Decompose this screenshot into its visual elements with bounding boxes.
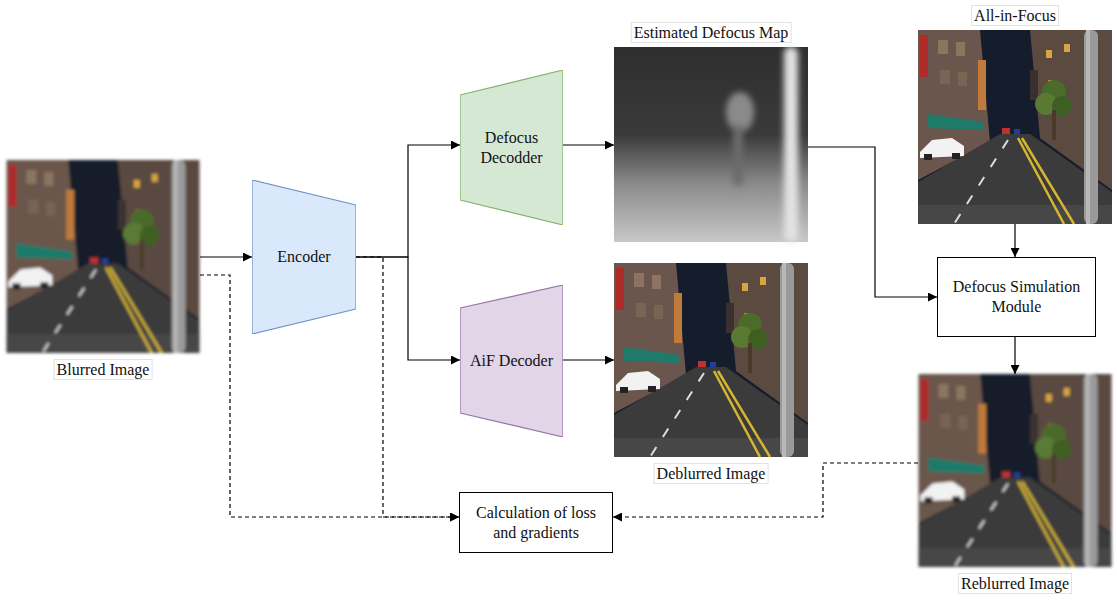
image-caption: Estimated Defocus Map [631, 22, 792, 43]
encoder-block: Encoder [252, 180, 356, 334]
flow-arrow [356, 257, 460, 360]
flow-arrow [563, 359, 614, 360]
flow-arrow [808, 147, 937, 297]
block-label: AiF Decoder [470, 351, 553, 371]
block-label: Defocus Simulation Module [947, 277, 1087, 317]
image-caption: Deblurred Image [654, 463, 769, 484]
decoder-block: AiF Decoder [460, 285, 563, 437]
trapezoid-shape [460, 70, 563, 225]
image-caption: Reblurred Image [958, 573, 1072, 594]
all-in-focus-image: All-in-Focus [918, 30, 1112, 224]
blurred-image: Blurred Image [6, 160, 200, 353]
flow-arrow [1014, 224, 1015, 257]
reblurred-image: Reblurred Image [918, 374, 1112, 567]
deblurred-image: Deblurred Image [614, 263, 808, 457]
process-box: Calculation of loss and gradients [459, 492, 613, 553]
reblurred-photo [919, 374, 1112, 567]
block-label: Encoder [277, 247, 330, 267]
dashed-arrow [613, 463, 918, 517]
image-caption: Blurred Image [54, 359, 153, 380]
defocus-map-picture [614, 47, 808, 242]
flow-arrow [563, 144, 614, 145]
flow-arrow [356, 145, 460, 257]
flow-arrow [200, 256, 252, 257]
defocus-map-image: Estimated Defocus Map [614, 47, 808, 242]
process-box: Defocus Simulation Module [937, 257, 1096, 337]
flow-arrow [1014, 337, 1015, 374]
dashed-arrow [356, 257, 459, 517]
block-label: Defocus Decodder [474, 128, 550, 168]
block-label: Calculation of loss and gradients [468, 503, 604, 543]
blurred-photo [7, 160, 200, 353]
image-caption: All-in-Focus [971, 5, 1059, 26]
decoder-block: Defocus Decodder [460, 70, 563, 225]
all-in-focus-photo [918, 30, 1112, 224]
deblurred-photo [614, 263, 808, 457]
